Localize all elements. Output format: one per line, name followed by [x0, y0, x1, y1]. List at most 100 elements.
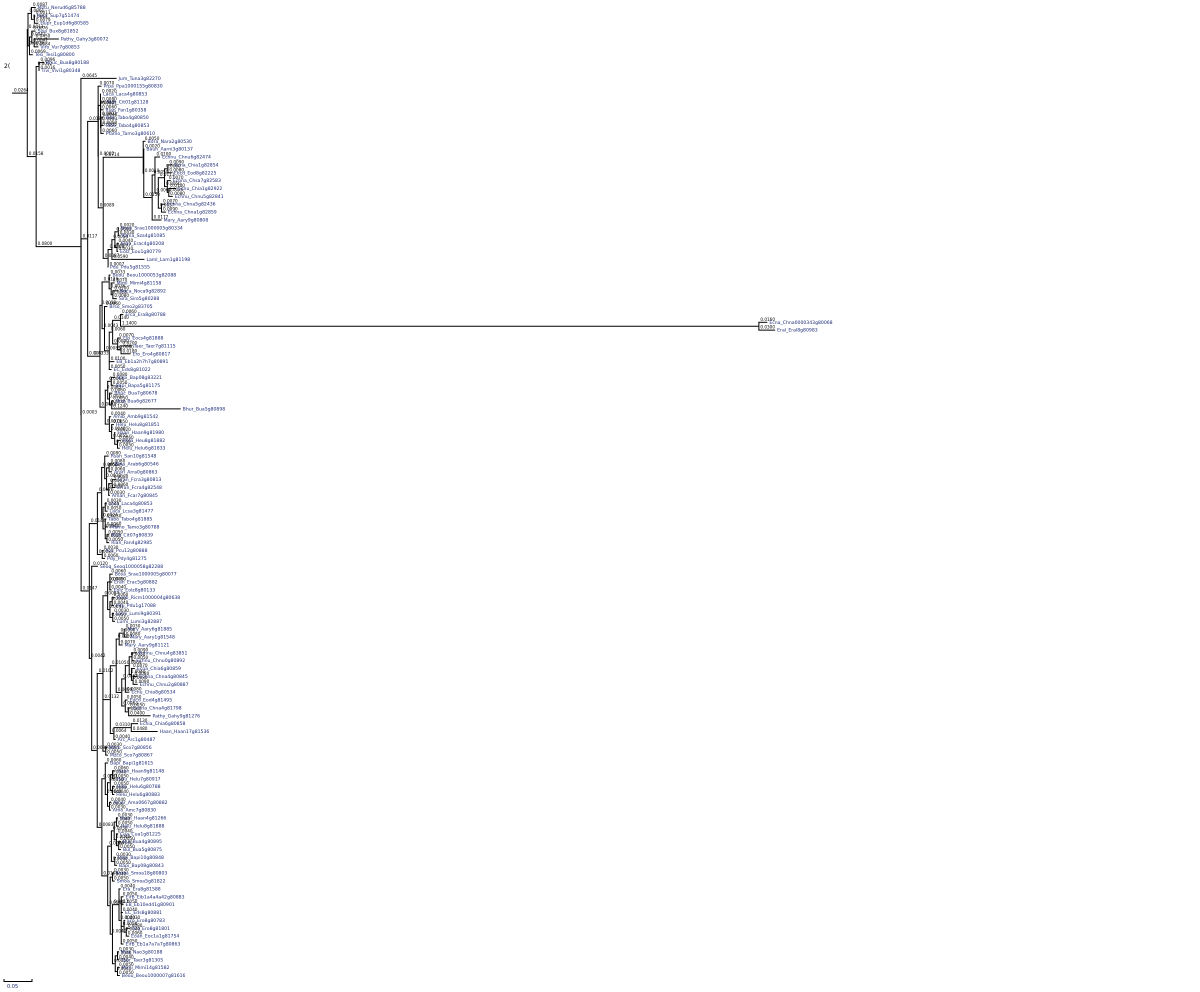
branch-length-label: 0.0032 — [109, 394, 124, 399]
branch-length-label: 0.0055 — [113, 433, 128, 438]
branch-length-label: 0.0090 — [114, 338, 129, 343]
branch-length-label: 0.0038 — [101, 300, 116, 305]
taxon-label: Smoa_Smoa18g80803 — [116, 871, 168, 877]
branch-length-label: 0.0140 — [170, 183, 185, 188]
taxon-label: Echna_Chna1g82859 — [168, 210, 217, 216]
branch-length-label: 0.0060 — [106, 301, 121, 306]
branch-length-label: 0.0158 — [29, 151, 44, 156]
taxon-label: Mzco_Sco7g80867 — [110, 753, 153, 759]
branch-length-label: 0.0055 — [103, 462, 118, 467]
branch-length-label: 0.0060 — [128, 931, 143, 936]
branch-length-label: 0.0002 — [102, 111, 117, 116]
taxon-label: Amo_Amc7g80830 — [113, 808, 156, 814]
branch-length-label: 0.0050 — [114, 773, 129, 778]
taxon-label: Eran_Erac5g80882 — [114, 580, 157, 586]
branch-length-label: 0.0087 — [33, 2, 48, 7]
branch-length-label: 0.0042 — [33, 37, 48, 42]
branch-length-label: 0.0030 — [107, 533, 122, 538]
taxon-labels: Mztu_Nerud6g85788Hupr_Sup7g51474Hupr_Eup… — [34, 5, 833, 979]
branch-length-label: 0.0150 — [145, 192, 160, 197]
branch-length-label: 0.0050 — [119, 443, 134, 448]
branch-length-label: 0.0714 — [105, 152, 120, 157]
taxon-label: Rich_Cit01g81128 — [107, 99, 149, 105]
branch-length-label: 0.0030 — [116, 852, 131, 857]
branch-length-label: 0.0090 — [121, 628, 136, 633]
branch-length-label: 0.0030 — [133, 675, 148, 680]
branch-length-label: 0.0030 — [107, 742, 122, 747]
branch-length-label: 0.0100 — [111, 356, 126, 361]
taxon-label: Tivi_Vivi1g80348 — [40, 68, 80, 74]
branch-length-label: 0.0480 — [133, 726, 148, 731]
branch-length-label: 0.0020 — [145, 144, 160, 149]
branch-length-label: 0.0050 — [123, 921, 138, 926]
branch-length-label: 0.0050 — [154, 169, 169, 174]
branch-length-label: 0.0060 — [122, 309, 137, 314]
taxon-label: Bul_Bua4g80895 — [123, 839, 162, 845]
taxon-label: Echia_Chia6g80858 — [140, 721, 185, 727]
branch-length-label: 0.0030 — [107, 514, 122, 519]
branch-length-label: 0.0050 — [111, 577, 126, 582]
branch-length-label: 0.0064 — [109, 376, 124, 381]
branch-length-label: 0.0050 — [114, 876, 129, 881]
taxon-label: Bul_Bua5g80875 — [123, 847, 162, 853]
branch-length-label: 0.0040 — [123, 907, 138, 912]
branch-length-label: 0.0050 — [120, 844, 135, 849]
branch-length-label: 0.0057 — [160, 203, 175, 208]
branch-length-label: 0.0080 — [169, 167, 184, 172]
branch-length-label: 0.0040 — [115, 734, 130, 739]
branch-length-label: 0.0050 — [111, 612, 126, 617]
branch-length-label: 0.0001 — [102, 100, 117, 105]
branch-length-label: 0.0160 — [760, 317, 775, 322]
branch-length-label: 0.0080 — [135, 671, 150, 676]
taxon-label: Bapi_Bapa5g81175 — [116, 383, 161, 389]
taxon-label: Eral_Eral8g80983 — [777, 328, 818, 334]
taxon-label: Bapi_Bap08g83221 — [117, 375, 162, 381]
taxon-label: Smoa_Smoa5g81822 — [117, 879, 166, 885]
branch-length-label: 0.0040 — [118, 828, 133, 833]
scale-bar: 0.05 — [3, 979, 33, 990]
branch-length-label: 0.0050 — [103, 120, 118, 125]
taxon-label: Helu_Helu7g80917 — [117, 776, 161, 782]
taxon-label: Elo_Eocs4g81888 — [123, 336, 163, 342]
branch-length-label: 0.0130 — [133, 718, 148, 723]
branch-length-label: 0.0030 — [111, 805, 126, 810]
branch-length-label: 0.0033 — [111, 270, 126, 275]
branch-length-label: 0.0040 — [114, 600, 129, 605]
branch-length-label: 0.0090 — [169, 159, 184, 164]
taxon-label: Taer_Taer7g81115 — [133, 343, 176, 349]
branch-length-label: 0.0040 — [111, 411, 126, 416]
branch-length-label: 0.0033 — [106, 473, 121, 478]
branch-length-label: 0.0030 — [113, 289, 128, 294]
taxon-label: Era_Era8g81588 — [123, 886, 161, 892]
branch-length-label: 0.0050 — [166, 181, 181, 186]
taxon-label: Jum_Tuna3g82270 — [118, 76, 161, 82]
branch-length-label: 0.0083 — [99, 822, 114, 827]
taxon-label: Pdy_Pdy4g81275 — [107, 556, 147, 562]
branch-length-label: 0.0040 — [126, 927, 141, 932]
branch-length-label: 0.0050 — [113, 825, 128, 830]
branch-length-label: 0.0064 — [112, 728, 127, 733]
branch-length-label: 0.0036 — [111, 283, 126, 288]
branch-length-label: 0.0013 — [29, 24, 44, 29]
taxon-label: Taer_Taer3g81305 — [120, 957, 163, 963]
taxon-label: Bhuc_Bua8g80188 — [46, 60, 89, 66]
branch-length-label: 0.0026 — [169, 187, 184, 192]
taxon-label: Bina_Arab6g80546 — [115, 461, 159, 467]
branch-length-label: 0.0050 — [104, 746, 119, 751]
taxon-label: Pdu_Pdu1g17088 — [116, 603, 156, 609]
branch-length-label: 0.0060 — [107, 758, 122, 763]
branch-length-label: 0.0105 — [112, 660, 127, 665]
taxon-label: Amib_Amb9g81542 — [113, 414, 158, 420]
branch-length-label: 0.0061 — [103, 773, 118, 778]
branch-length-label: 0.0040 — [107, 789, 122, 794]
branch-length-label: 0.0050 — [123, 939, 138, 944]
branch-length-label: 0.0060 — [113, 856, 128, 861]
branch-length-label: 0.0050 — [113, 395, 128, 400]
branch-length-label: 0.0010 — [145, 168, 160, 173]
taxon-label: Lumi_Lumi3g82887 — [117, 619, 162, 625]
branch-length-label: 0.0180 — [123, 348, 138, 353]
taxon-label: Ecna_Chna0000343g80068 — [769, 320, 832, 326]
branch-length-label: 0.0050 — [114, 616, 129, 621]
taxon-label: Ararl_Arra0g80863 — [114, 469, 157, 475]
branch-length-label: 0.0087 — [89, 351, 104, 356]
